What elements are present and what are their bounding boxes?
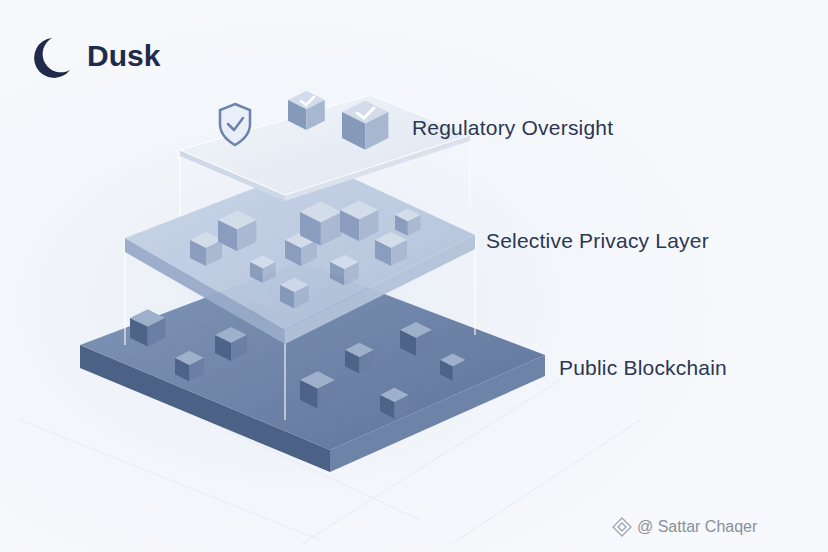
- brand-name: Dusk: [87, 39, 160, 73]
- layer-title: Public Blockchain: [559, 356, 727, 380]
- moon-logo: [34, 38, 70, 78]
- layer-label: Regulatory Oversight: [412, 116, 613, 140]
- layer-label: Public Blockchain: [559, 356, 727, 380]
- watermark-logo: [613, 518, 631, 536]
- watermark: @ Sattar Chaqer: [637, 518, 757, 536]
- regulatory-oversight-layer: [180, 91, 470, 201]
- layer-title: Selective Privacy Layer: [486, 229, 709, 253]
- layer-title: Regulatory Oversight: [412, 116, 613, 140]
- layer-label: Selective Privacy Layer: [486, 229, 709, 253]
